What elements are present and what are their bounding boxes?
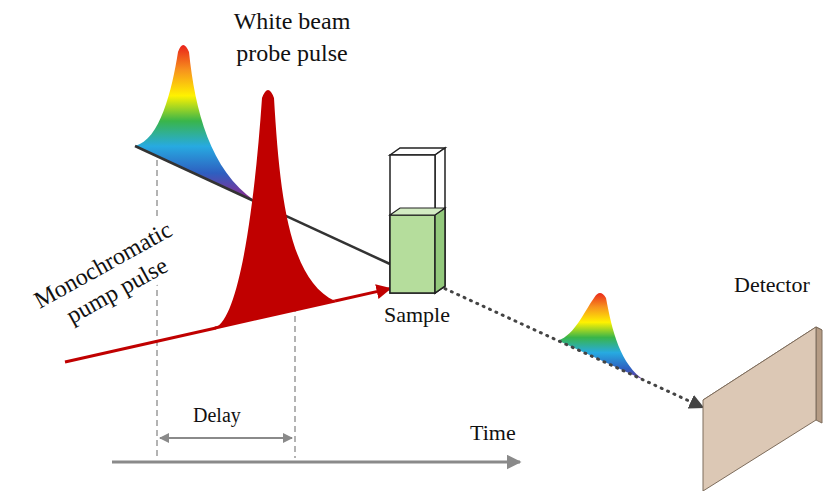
- timing-guide: [156, 150, 158, 458]
- node-label: Detector: [734, 270, 826, 300]
- label-holder: Delay: [193, 402, 241, 429]
- beam-connector: [335, 289, 390, 301]
- sample-cuvette-shape: [390, 148, 445, 293]
- node-label: White beam probe pulse: [222, 5, 362, 70]
- pump-pulse: Monochromatic pump pulse: [215, 85, 335, 325]
- pump-pulse-shape: [215, 85, 335, 325]
- probe-pulse: White beam probe pulse: [135, 40, 255, 205]
- detector-plate-shape: [703, 327, 822, 491]
- beam-connector: [445, 289, 703, 408]
- transmitted-pulse: [558, 293, 645, 381]
- axis-label: Time: [470, 418, 516, 448]
- delay-arrow: [160, 437, 292, 439]
- node-label: Monochromatic pump pulse: [13, 207, 207, 349]
- time-axis: [112, 461, 520, 464]
- pump-beam: [65, 328, 216, 362]
- label-holder: Time: [470, 418, 516, 448]
- timing-guide: [294, 306, 296, 458]
- node-label: Sample: [377, 300, 457, 330]
- sample-cuvette: Sample: [390, 148, 445, 293]
- detector-plate: Detector: [703, 327, 822, 491]
- delay-label: Delay: [193, 402, 241, 429]
